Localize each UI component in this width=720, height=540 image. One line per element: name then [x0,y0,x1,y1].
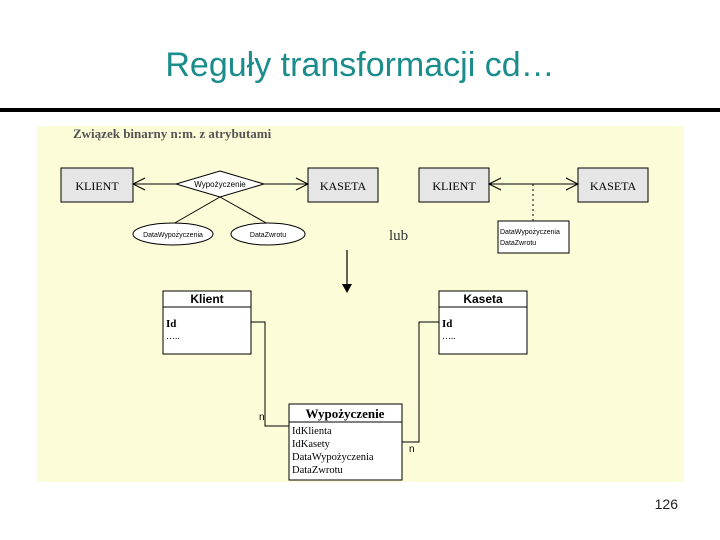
table-klient-row-1: Id [166,318,176,330]
table-kaseta-row-2: ….. [442,331,456,341]
entity-kaseta [307,167,379,203]
transform-arrow-head [342,284,352,293]
table-wypozyczenie-name: Wypożyczenie [306,406,385,421]
entity-klient-b [418,167,490,203]
table-wypozyczenie-row-4: DataZwrotu [292,465,343,476]
relationship-label: Wypożyczenie [194,180,246,189]
table-kaseta-name: Kaseta [463,292,503,306]
crowfoot-b-right [565,177,580,191]
attribute-line-1 [172,196,221,225]
link-kaseta-wypozyczenie [402,321,439,443]
table-klient-row-2: ….. [166,331,180,341]
cardinality-right: n [409,444,415,455]
page-number: 126 [654,496,678,512]
cardinality-left: n [259,412,265,423]
attribute-box [497,220,570,254]
table-klient: Klient Id ….. [162,290,252,355]
attribute-line-2 [219,196,269,225]
entity-kaseta-b-label: KASETA [590,179,637,193]
er-diagram: Związek binarny n:m. z atrybutami KLIENT… [60,126,649,481]
attribute-ellipse-1 [132,222,214,246]
link-klient-wypozyczenie [251,321,289,427]
table-wypozyczenie-row-1: IdKlienta [292,426,332,437]
entity-kaseta-label: KASETA [320,179,367,193]
table-wypozyczenie: Wypożyczenie IdKlienta IdKasety DataWypo… [288,403,403,481]
entity-klient-label: KLIENT [75,179,119,193]
diagram-panel: Związek binarny n:m. z atrybutami KLIENT… [37,126,684,482]
variant-b: KLIENT KASETA DataWypożyczenia DataZwrot… [418,167,649,254]
table-wypozyczenie-row-2: IdKasety [292,439,331,450]
entity-kaseta-b [577,167,649,203]
table-wypozyczenie-row-3: DataWypożyczenia [292,452,374,463]
attribute-label-1: DataWypożyczenia [143,232,203,239]
variant-a: KLIENT KASETA Wypożyczenie DataWypożycze… [60,167,379,246]
attribute-ellipse-2 [230,222,306,246]
table-kaseta: Kaseta Id ….. [438,290,528,355]
table-kaseta-row-1: Id [442,318,452,330]
table-klient-name: Klient [190,292,223,306]
crowfoot-right [295,177,310,191]
slide-title: Reguły transformacji cd… [165,46,555,84]
crowfoot-b-left [487,177,502,191]
attribute-label-2: DataZwrotu [250,232,286,239]
attribute-box-line-2: DataZwrotu [500,240,536,247]
separator-lub: lub [389,228,408,244]
attribute-box-line-1: DataWypożyczenia [500,229,560,236]
entity-klient [60,167,134,203]
diagram-heading: Związek binarny n:m. z atrybutami [73,126,272,141]
crowfoot-left [131,177,146,191]
title-divider [0,108,720,112]
entity-klient-b-label: KLIENT [432,179,476,193]
